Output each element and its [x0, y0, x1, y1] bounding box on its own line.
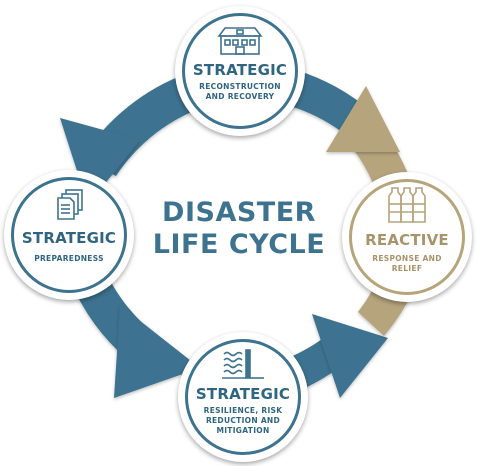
node-title: STRATEGIC: [195, 385, 291, 403]
flood-barrier-icon: [222, 349, 264, 379]
node-title: STRATEGIC: [192, 61, 288, 79]
water-bottles-icon: [388, 187, 426, 223]
center-title-line1: DISASTER: [162, 197, 316, 228]
node-subtitle: RESILIENCE, RISK REDUCTION AND MITIGATIO…: [203, 406, 283, 435]
building-icon: [217, 27, 263, 55]
arrowhead-top-to-left: [60, 118, 140, 205]
node-ring: [11, 177, 127, 293]
arrowhead-left-to-bottom: [114, 305, 200, 398]
node-ring: [182, 13, 298, 129]
node-title: STRATEGIC: [21, 229, 117, 247]
node-title: REACTIVE: [365, 231, 449, 249]
node-ring: [349, 179, 465, 295]
node-response-relief: REACTIVE RESPONSE AND RELIEF: [342, 172, 472, 302]
node-ring: [185, 339, 301, 455]
node-resilience-mitigation: STRATEGIC RESILIENCE, RISK REDUCTION AND…: [178, 332, 308, 462]
node-subtitle: RECONSTRUCTION AND RECOVERY: [199, 82, 281, 101]
arrowhead-reactive-up: [326, 86, 400, 152]
arrowhead-bottom-to-right: [312, 314, 388, 398]
center-title-line2: LIFE CYCLE: [152, 229, 326, 260]
documents-icon: [57, 189, 83, 220]
node-reconstruction-recovery: STRATEGIC RECONSTRUCTION AND RECOVERY: [175, 6, 305, 136]
node-preparedness: STRATEGIC PREPAREDNESS: [4, 170, 134, 300]
node-subtitle: RESPONSE AND RELIEF: [372, 254, 442, 273]
node-subtitle: PREPAREDNESS: [34, 254, 104, 263]
